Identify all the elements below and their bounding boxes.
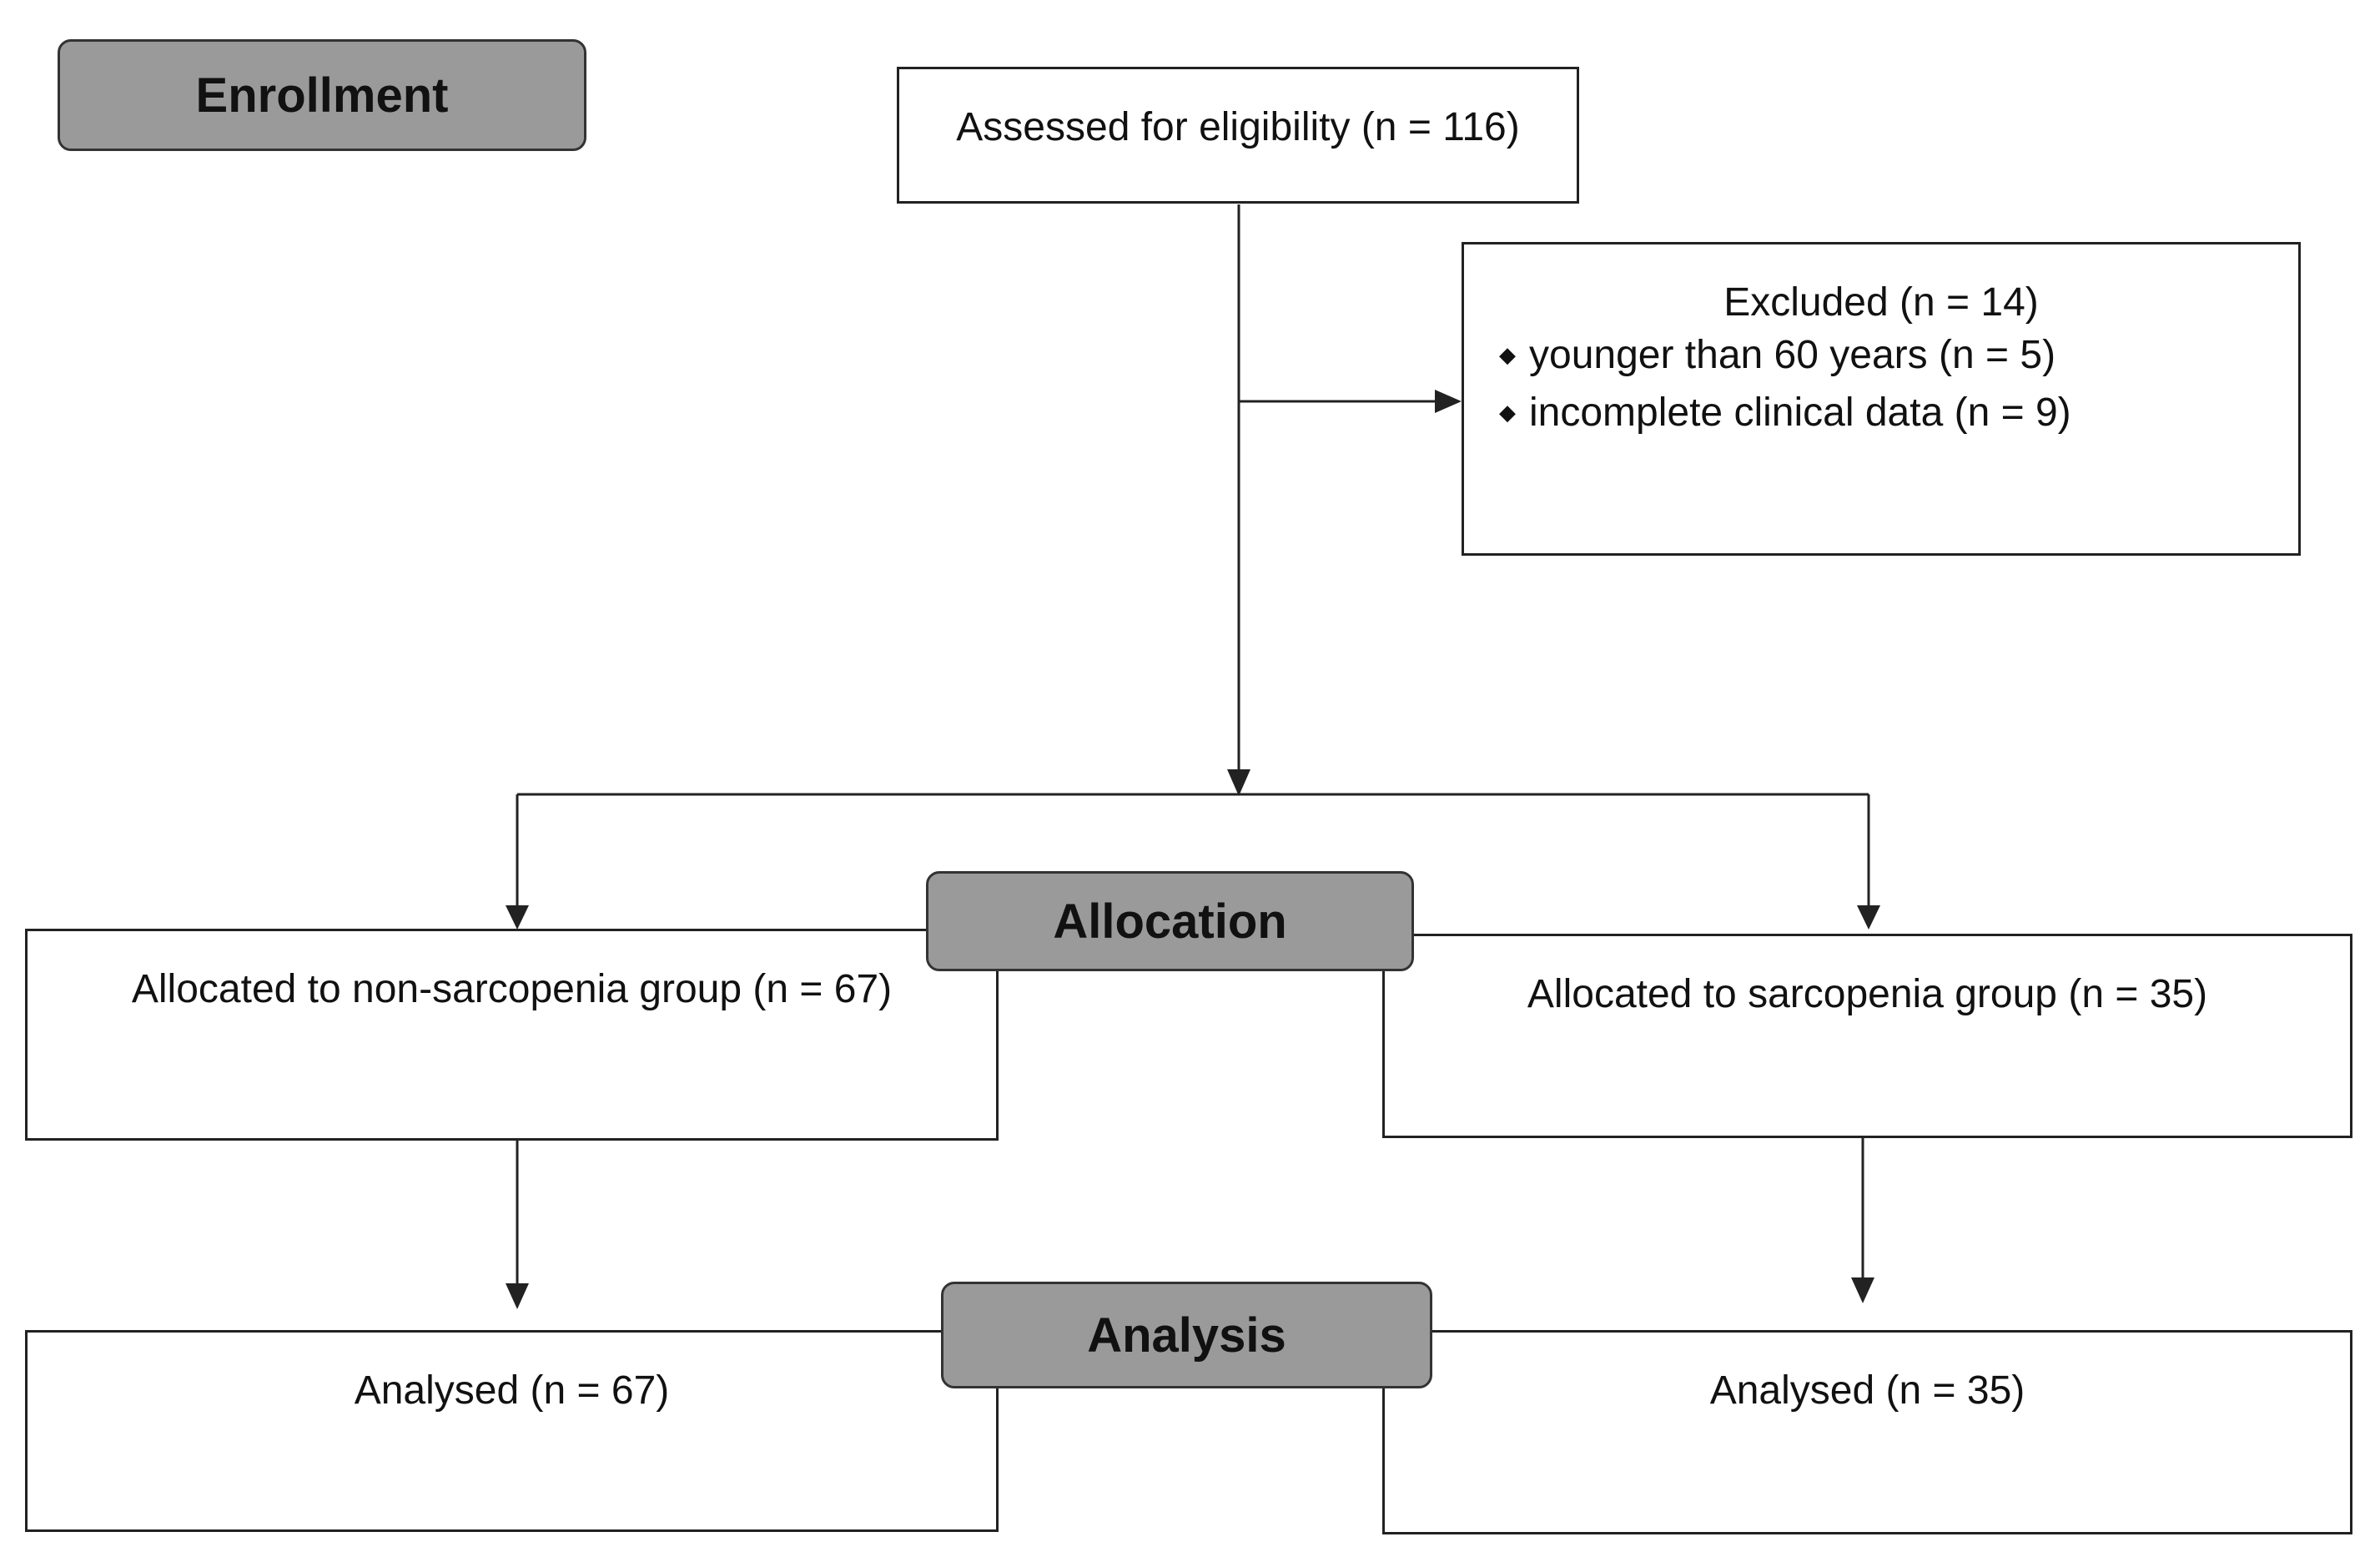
allocated-sarcopenia-box: Allocated to sarcopenia group (n = 35) (1382, 934, 2352, 1138)
stage-label-enrollment: Enrollment (58, 39, 586, 151)
arrowhead-to-analysed-left (506, 1283, 529, 1309)
arrowhead-to-allocated-left (506, 905, 529, 930)
analysed-sarcopenia-box: Analysed (n = 35) (1382, 1330, 2352, 1534)
allocated-sarcopenia-text: Allocated to sarcopenia group (n = 35) (1527, 972, 2208, 1016)
arrowhead-to-split (1227, 769, 1250, 796)
assessed-eligibility-text: Assessed for eligibility (n = 116) (956, 105, 1520, 149)
diamond-bullet-icon: ◆ (1499, 342, 1516, 367)
excluded-reason-item: ◆ incomplete clinical data (n = 9) (1499, 384, 2071, 441)
excluded-title: Excluded (n = 14) (1723, 280, 2039, 325)
stage-label-analysis-text: Analysis (1087, 1308, 1286, 1363)
assessed-eligibility-box: Assessed for eligibility (n = 116) (897, 67, 1579, 204)
analysed-sarcopenia-text: Analysed (n = 35) (1709, 1368, 2025, 1413)
excluded-reasons-list: ◆ younger than 60 years (n = 5) ◆ incomp… (1499, 326, 2071, 441)
stage-label-allocation-text: Allocation (1053, 894, 1287, 949)
stage-label-analysis: Analysis (941, 1282, 1432, 1388)
excluded-reason-text: incomplete clinical data (n = 9) (1529, 391, 2071, 435)
stage-label-enrollment-text: Enrollment (195, 68, 449, 123)
analysed-non-sarcopenia-box: Analysed (n = 67) (25, 1330, 999, 1532)
arrowhead-to-allocated-right (1857, 905, 1880, 930)
stage-label-allocation: Allocation (926, 871, 1414, 971)
arrowhead-to-analysed-right (1851, 1277, 1874, 1303)
diamond-bullet-icon: ◆ (1499, 400, 1516, 425)
excluded-reason-item: ◆ younger than 60 years (n = 5) (1499, 326, 2071, 384)
arrowhead-to-excluded (1435, 390, 1462, 413)
excluded-box: Excluded (n = 14) ◆ younger than 60 year… (1462, 242, 2301, 556)
allocated-non-sarcopenia-box: Allocated to non-sarcopenia group (n = 6… (25, 929, 999, 1141)
analysed-non-sarcopenia-text: Analysed (n = 67) (354, 1368, 670, 1413)
allocated-non-sarcopenia-text: Allocated to non-sarcopenia group (n = 6… (131, 967, 893, 1011)
excluded-reason-text: younger than 60 years (n = 5) (1529, 333, 2056, 377)
